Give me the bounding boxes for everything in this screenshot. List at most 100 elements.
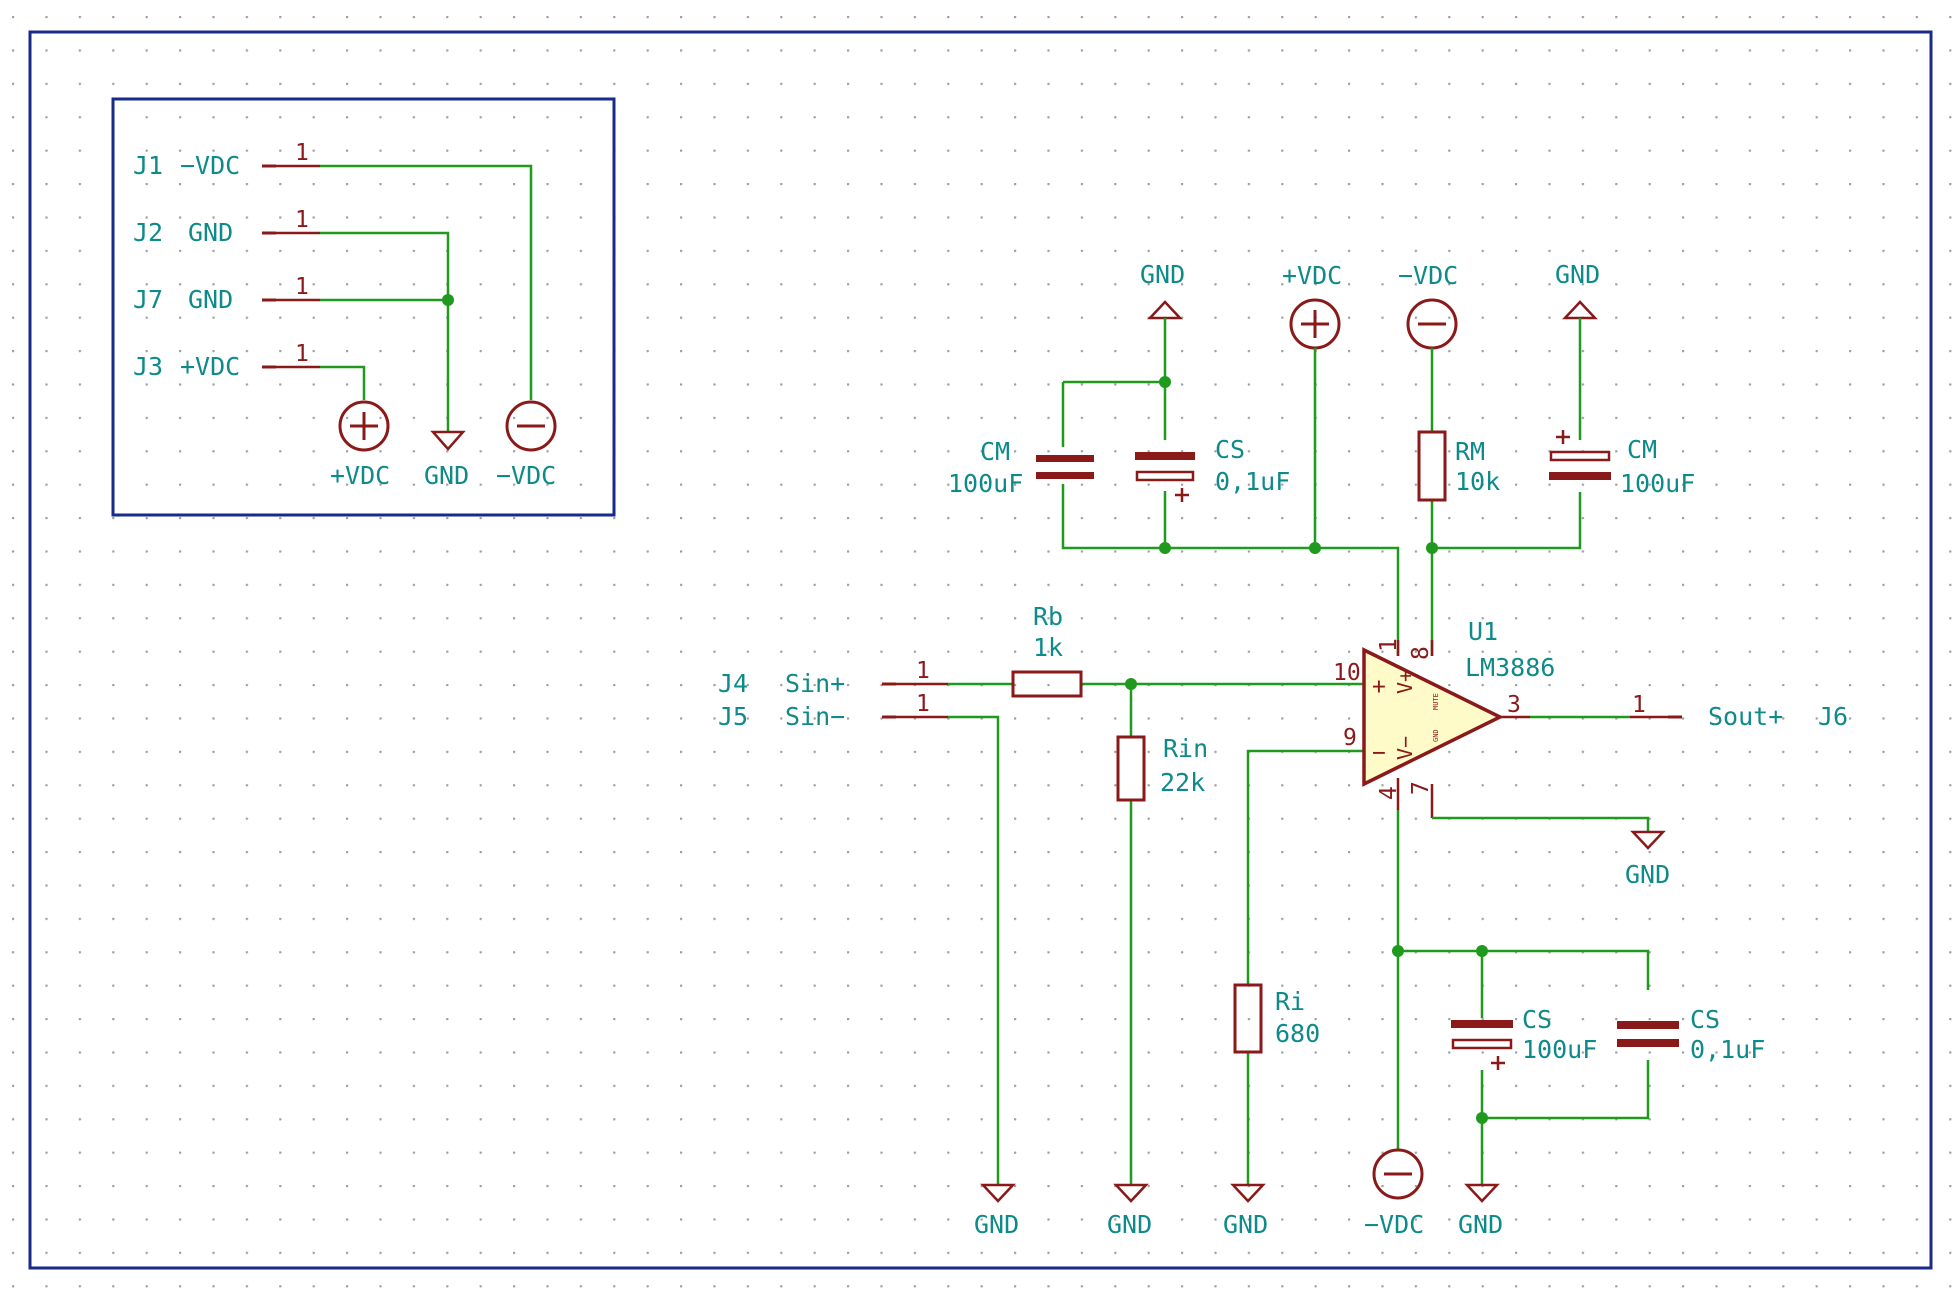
- ground-icon: [1113, 1183, 1149, 1203]
- connector-ref-j5: J5: [718, 702, 748, 731]
- power-label-neg: −VDC: [1398, 261, 1458, 290]
- part-ref-cm-left: CM: [980, 437, 1010, 466]
- wire: [1061, 318, 1400, 656]
- power-label-gnd: GND: [974, 1210, 1019, 1239]
- wire: [320, 365, 366, 400]
- part-value-cm-right: 100uF: [1620, 469, 1695, 498]
- junction-dot: [442, 294, 454, 306]
- power-label-pos: +VDC: [330, 461, 390, 490]
- junction-dot: [1426, 542, 1438, 554]
- resistor-rm: [1417, 430, 1447, 502]
- ground-icon: [980, 1183, 1016, 1203]
- ic-pin-10: 10: [1333, 660, 1361, 686]
- plus-vdc-symbol: [338, 400, 390, 452]
- ic-mark-gnd: GND: [1432, 729, 1440, 742]
- part-value-rb: 1k: [1033, 633, 1063, 662]
- power-label-gnd: GND: [1555, 260, 1600, 289]
- capacitor-cm-left: [1036, 455, 1094, 479]
- connector-net-j4: Sin+: [785, 669, 845, 698]
- power-connectors-inset: J1 −VDC 1 J2 GND 1 J7 GND 1 J3 +VDC 1 +V…: [111, 97, 616, 517]
- pin-number: 1: [916, 691, 930, 717]
- part-ref-cs-bottom-polarized: CS: [1522, 1005, 1552, 1034]
- connector-ref-j7: J7: [133, 285, 163, 314]
- pin-number: 1: [295, 207, 309, 233]
- junction-dot: [1309, 542, 1321, 554]
- capacitor-cs-top: [1135, 452, 1195, 502]
- resistor-rin: [1116, 735, 1146, 802]
- wire: [948, 715, 1000, 1185]
- connector-ref-j3: J3: [133, 352, 163, 381]
- opamp-u1: [1362, 640, 1530, 818]
- pin-number: 1: [295, 341, 309, 367]
- capacitor-cm-right: [1549, 430, 1611, 480]
- part-value-cs-bottom-polarized: 100uF: [1522, 1035, 1597, 1064]
- part-value-cm-left: 100uF: [948, 469, 1023, 498]
- connector-net-j2: GND: [188, 218, 233, 247]
- connector-net-j5: Sin−: [785, 702, 845, 731]
- part-value-ri: 680: [1275, 1019, 1320, 1048]
- ic-pin-1: 1: [1376, 638, 1402, 652]
- junction-dot: [1159, 376, 1171, 388]
- wire: [1430, 318, 1582, 656]
- inset-border: [111, 97, 616, 517]
- ground-icon: [1230, 1183, 1266, 1203]
- pin-number: 1: [295, 140, 309, 166]
- ic-pin-7: 7: [1408, 781, 1434, 795]
- connector-net-j3: +VDC: [180, 352, 240, 381]
- capacitor-cs-bottom: [1617, 1021, 1679, 1047]
- ground-icon: [1630, 830, 1666, 850]
- pin-number: 1: [916, 658, 930, 684]
- ic-value: LM3886: [1465, 653, 1555, 682]
- part-ref-cs-bottom: CS: [1690, 1005, 1720, 1034]
- pin-number: 1: [295, 274, 309, 300]
- connector-ref-j6: J6: [1818, 702, 1848, 731]
- part-ref-rin: Rin: [1163, 734, 1208, 763]
- junction-dot: [1125, 678, 1137, 690]
- power-label-neg: −VDC: [1364, 1210, 1424, 1239]
- ground-icon: [430, 430, 466, 451]
- minus-vdc-symbol: [505, 400, 557, 452]
- part-ref-rm: RM: [1455, 437, 1485, 466]
- ic-pin-4: 4: [1376, 786, 1402, 800]
- ic-pin-8: 8: [1408, 646, 1434, 660]
- junction-dot: [1159, 542, 1171, 554]
- power-label-gnd: GND: [424, 461, 469, 490]
- junction-dot: [1476, 1112, 1488, 1124]
- junction-dot: [1476, 945, 1488, 957]
- power-label-gnd: GND: [1223, 1210, 1268, 1239]
- junction-dot: [1392, 945, 1404, 957]
- wire: [1246, 749, 1364, 1185]
- power-label-gnd: GND: [1458, 1210, 1503, 1239]
- ic-pin-9: 9: [1343, 725, 1357, 751]
- part-ref-ri: Ri: [1275, 987, 1305, 1016]
- ic-mark-mute: MUTE: [1432, 693, 1440, 710]
- part-value-rin: 22k: [1160, 768, 1205, 797]
- sheet-border: [28, 30, 1933, 1270]
- wire: [320, 164, 533, 400]
- resistor-ri: [1233, 983, 1263, 1054]
- pin-number: 1: [1632, 692, 1646, 718]
- power-label-pos: +VDC: [1282, 261, 1342, 290]
- part-value-cs-top: 0,1uF: [1215, 467, 1290, 496]
- power-label-gnd: GND: [1625, 860, 1670, 889]
- connector-ref-j2: J2: [133, 218, 163, 247]
- ic-mark-vminus: V−: [1393, 736, 1417, 760]
- connector-net-j1: −VDC: [180, 151, 240, 180]
- ic-ref: U1: [1468, 617, 1498, 646]
- ground-icon: [1464, 1183, 1500, 1203]
- connector-ref-j4: J4: [718, 669, 748, 698]
- wire: [1432, 816, 1650, 832]
- resistor-rb: [1011, 670, 1083, 698]
- power-label-neg: −VDC: [496, 461, 556, 490]
- part-ref-cm-right: CM: [1627, 435, 1657, 464]
- part-ref-cs-top: CS: [1215, 435, 1245, 464]
- capacitor-cs-bottom-polarized: [1451, 1020, 1513, 1070]
- connector-ref-j1: J1: [133, 151, 163, 180]
- ic-mark-vplus: V+: [1393, 670, 1417, 694]
- part-ref-rb: Rb: [1033, 602, 1063, 631]
- ic-mark-minus: −: [1372, 740, 1386, 766]
- power-label-gnd: GND: [1140, 260, 1185, 289]
- part-value-rm: 10k: [1455, 467, 1500, 496]
